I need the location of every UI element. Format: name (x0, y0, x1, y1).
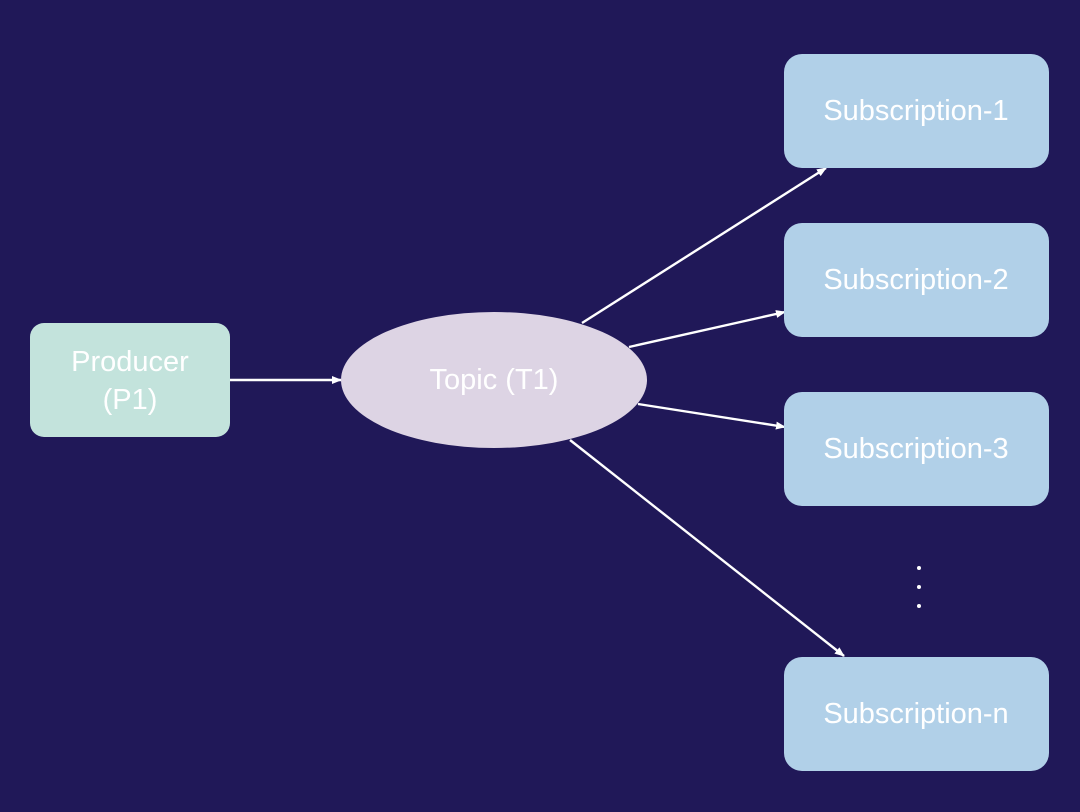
producer-box (30, 323, 230, 437)
subscription-node-n[interactable]: Subscription-n (784, 657, 1049, 771)
vertical-ellipsis-icon (917, 566, 921, 608)
subscription-box (784, 657, 1049, 771)
arrow-topic-to-subscription-1 (581, 166, 827, 325)
producer-label-line1: Producer (71, 346, 189, 378)
subscription-box (784, 392, 1049, 506)
arrow-topic-to-subscription-n (569, 439, 845, 657)
subscription-node-1[interactable]: Subscription-1 (784, 54, 1049, 168)
subscription-label: Subscription-3 (823, 433, 1008, 465)
topic-ellipse (341, 312, 647, 448)
ellipsis-dot (917, 566, 921, 570)
producer-label-line2: (P1) (103, 384, 158, 416)
subscription-label: Subscription-1 (823, 95, 1008, 127)
topic-node[interactable]: Topic (T1) (341, 312, 647, 448)
producer-node[interactable]: Producer (P1) (30, 323, 230, 437)
topic-label: Topic (T1) (430, 364, 559, 396)
subscription-box (784, 223, 1049, 337)
subscription-node-2[interactable]: Subscription-2 (784, 223, 1049, 337)
arrow-topic-to-subscription-3 (637, 402, 786, 430)
subscription-label: Subscription-n (823, 698, 1008, 730)
subscription-label: Subscription-2 (823, 264, 1008, 296)
subscription-box (784, 54, 1049, 168)
subscription-node-3[interactable]: Subscription-3 (784, 392, 1049, 506)
arrow-topic-to-subscription-2 (628, 310, 786, 349)
ellipsis-dot (917, 585, 921, 589)
ellipsis-dot (917, 604, 921, 608)
